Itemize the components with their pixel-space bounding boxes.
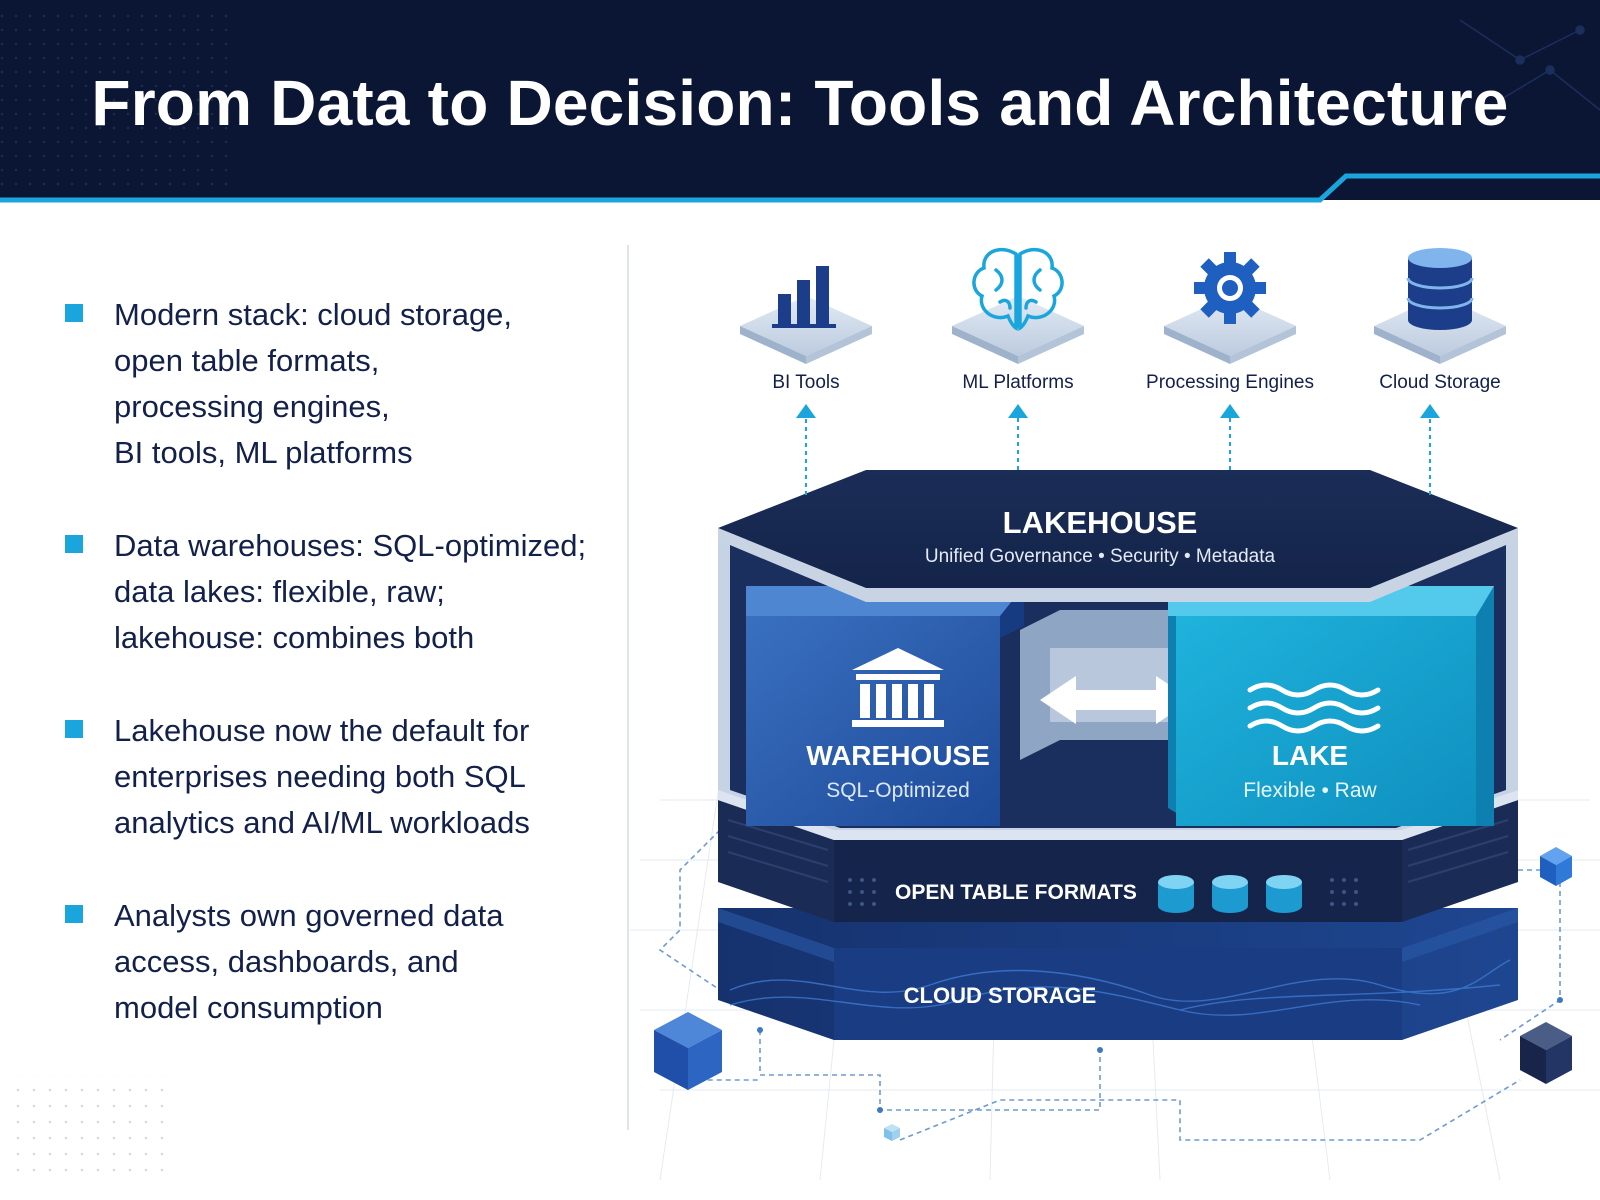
bullet-text: BI tools, ML platforms: [114, 435, 413, 470]
lake-title: LAKE: [1272, 740, 1348, 771]
bullet-marker-icon: [65, 304, 83, 322]
bullet-item: Analysts own governed data access, dashb…: [62, 893, 582, 1031]
arrowhead-icon: [796, 404, 1440, 418]
bullet-text: access, dashboards, and: [114, 944, 459, 979]
connector-bridge: [1020, 610, 1208, 760]
warehouse-title: WAREHOUSE: [806, 740, 990, 771]
bidirectional-arrow-icon: [1040, 676, 1192, 724]
column-divider: [627, 245, 629, 1130]
bullet-marker-icon: [65, 535, 83, 553]
lakehouse-title: LAKEHOUSE: [1003, 505, 1198, 540]
cube-decoration: [1540, 847, 1572, 886]
tool-cloud-storage: Cloud Storage: [1374, 248, 1506, 393]
bullet-text: Data warehouses: SQL-optimized;: [114, 528, 587, 563]
bullet-item: Lakehouse now the default for enterprise…: [62, 708, 582, 846]
lakehouse-top: LAKEHOUSE Unified Governance • Security …: [718, 470, 1518, 602]
tool-processing-engines: Processing Engines: [1146, 252, 1314, 393]
dot-pattern: [848, 878, 1358, 906]
bullet-text: Modern stack: cloud storage,: [114, 297, 513, 332]
bullet-text: analytics and AI/ML workloads: [114, 805, 530, 840]
table-format-cylinder-icon: [1212, 875, 1248, 913]
cube-decoration: [1520, 1022, 1572, 1084]
gear-icon: [1194, 252, 1266, 324]
bullet-text: data lakes: flexible, raw;: [114, 574, 445, 609]
bullet-marker-icon: [65, 905, 83, 923]
cube-decoration: [654, 1012, 722, 1090]
tool-label: Cloud Storage: [1379, 372, 1500, 393]
circuit-nodes: [757, 997, 1563, 1113]
bullet-text: Analysts own governed data: [114, 898, 504, 933]
bullet-text: Lakehouse now the default for: [114, 713, 530, 748]
bullet-marker-icon: [65, 720, 83, 738]
dot-pattern: [15, 1075, 165, 1185]
brain-icon: [972, 247, 1064, 331]
header-background: [0, 0, 1600, 203]
bullet-list: Modern stack: cloud storage, open table …: [62, 292, 587, 1078]
tool-label: ML Platforms: [962, 372, 1073, 393]
open-table-formats-label: OPEN TABLE FORMATS: [895, 881, 1137, 904]
warehouse-block: WAREHOUSE SQL-Optimized: [746, 586, 1024, 826]
bullet-text: processing engines,: [114, 389, 390, 424]
warehouse-subtitle: SQL-Optimized: [826, 779, 970, 802]
flow-arrows: [805, 418, 1431, 495]
tool-ml-platforms: ML Platforms: [952, 247, 1084, 393]
table-format-cylinder-icon: [1266, 875, 1302, 913]
bar-chart-icon: [772, 266, 836, 328]
bullet-item: Data warehouses: SQL-optimized; data lak…: [62, 523, 587, 661]
bank-building-icon: [852, 648, 944, 727]
lake-subtitle: Flexible • Raw: [1243, 779, 1377, 802]
lake-block: LAKE Flexible • Raw: [1168, 586, 1494, 826]
lakehouse-subtitle: Unified Governance • Security • Metadata: [925, 546, 1276, 567]
tool-label: Processing Engines: [1146, 372, 1314, 393]
bullet-text: model consumption: [114, 990, 383, 1025]
tool-bi-tools: BI Tools: [740, 266, 872, 393]
header-banner: From Data to Decision: Tools and Archite…: [0, 0, 1600, 205]
database-icon: [1406, 248, 1474, 330]
page-title: From Data to Decision: Tools and Archite…: [91, 67, 1509, 139]
bullet-text: open table formats,: [114, 343, 380, 378]
water-waves-icon: [1247, 682, 1381, 734]
bullet-item: Modern stack: cloud storage, open table …: [62, 292, 582, 476]
bullet-text: lakehouse: combines both: [114, 620, 475, 655]
tool-label: BI Tools: [772, 372, 839, 393]
bullet-text: enterprises needing both SQL: [114, 759, 526, 794]
cloud-storage-layer: CLOUD STORAGE: [718, 908, 1518, 1040]
table-format-cylinder-icon: [1158, 875, 1194, 913]
cloud-storage-layer-label: CLOUD STORAGE: [904, 983, 1097, 1008]
cube-decoration: [884, 1124, 900, 1141]
